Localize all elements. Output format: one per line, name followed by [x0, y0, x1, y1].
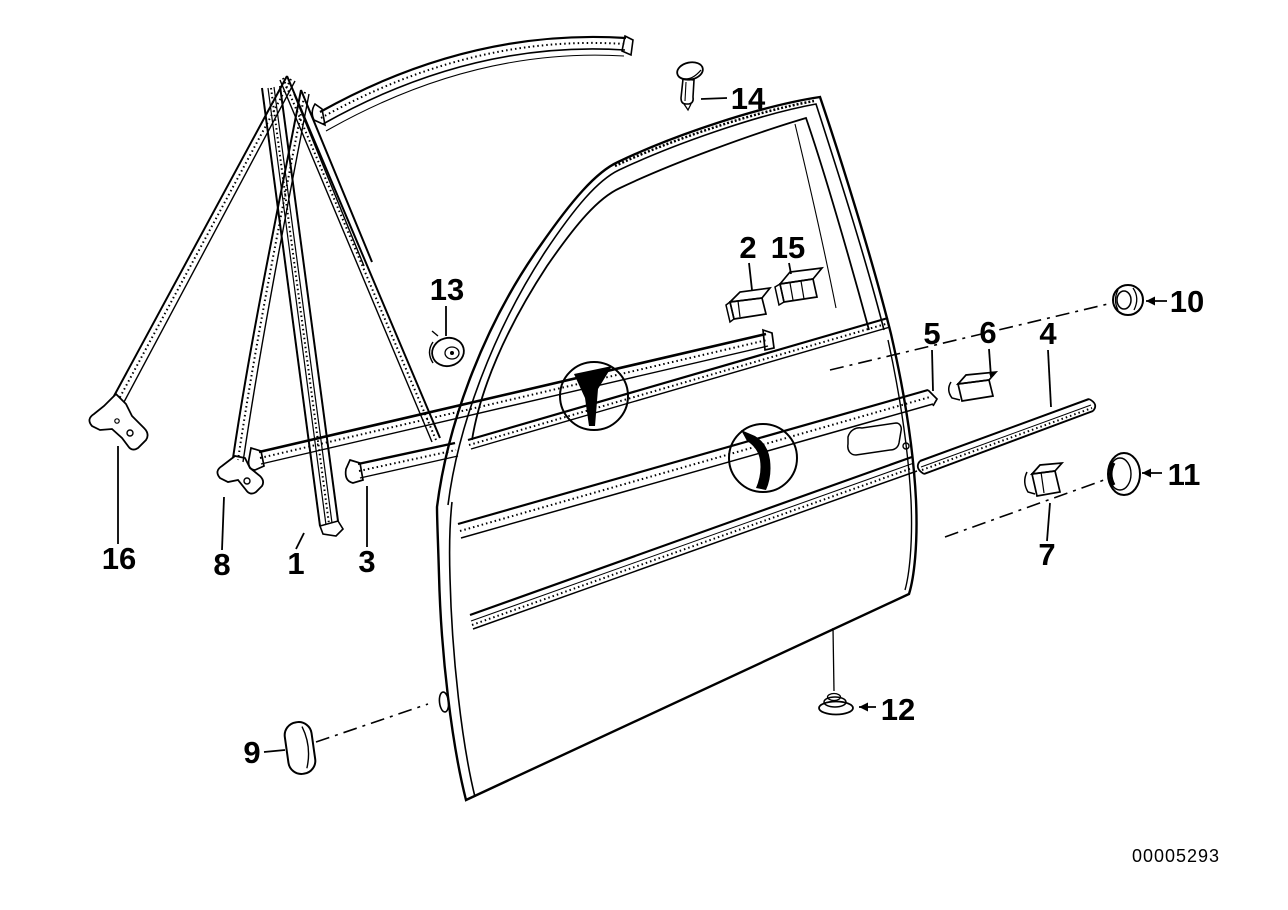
axis-clip6-to-grommet10	[829, 302, 1113, 371]
part-callout-13: 13	[430, 272, 464, 336]
part-label-3: 3	[358, 544, 375, 579]
clip-6	[948, 370, 999, 402]
part-label-7: 7	[1038, 537, 1055, 572]
leader-door-to-plug12	[832, 627, 835, 692]
part-leader-1	[295, 532, 305, 550]
part-callout-15: 15	[771, 230, 805, 275]
part-callout-3: 3	[358, 486, 376, 579]
top-weatherstrip	[311, 34, 634, 132]
clip-15	[774, 266, 825, 307]
part-label-16: 16	[102, 541, 136, 576]
part-label-4: 4	[1039, 316, 1057, 351]
part-leader-4	[1047, 349, 1052, 408]
part-label-2: 2	[739, 230, 756, 265]
grommet-11	[1107, 452, 1141, 496]
part-leader-2	[748, 262, 753, 291]
clip-2	[725, 286, 772, 324]
profile-inset-a	[559, 361, 629, 431]
part-label-9: 9	[243, 735, 260, 770]
part-callout-6: 6	[979, 315, 997, 378]
plug-9	[283, 721, 317, 775]
part-label-13: 13	[430, 272, 464, 307]
part-callout-5: 5	[923, 316, 941, 392]
part-leader-5	[931, 349, 934, 392]
belt-molding-5	[457, 388, 939, 539]
part-callout-8: 8	[213, 496, 231, 582]
part-callout-4: 4	[1039, 316, 1057, 408]
rear-frame-seal-8	[216, 89, 373, 495]
part-leader-14	[700, 97, 728, 100]
front-frame-seal-16	[88, 75, 441, 451]
door-panel	[435, 95, 918, 802]
plug-12	[818, 692, 854, 716]
drawing-number: 00005293	[1132, 846, 1220, 866]
pin-14	[676, 61, 704, 112]
part-callout-10: 10	[1146, 284, 1204, 319]
profile-inset-b	[728, 423, 798, 493]
part-leader-7	[1046, 502, 1051, 542]
side-molding-4	[916, 398, 1097, 475]
axis-clip7-to-grommet11	[944, 479, 1105, 538]
part-leader-8	[221, 496, 225, 551]
clip-7	[1024, 461, 1065, 497]
part-label-5: 5	[923, 316, 940, 351]
part-leader-6	[988, 348, 992, 378]
lower-rub-strip	[469, 455, 918, 630]
part-callout-12: 12	[859, 692, 915, 727]
leader-arrowhead-icon	[1146, 296, 1155, 306]
belt-strip-3	[344, 441, 459, 484]
part-label-14: 14	[731, 81, 766, 116]
window-guide-channel-1	[261, 85, 345, 537]
grommet-10	[1112, 284, 1144, 316]
axis-plug9-to-hole	[315, 703, 429, 743]
part-label-1: 1	[287, 546, 304, 581]
part-label-11: 11	[1168, 457, 1201, 492]
molding-profile-icon	[574, 366, 612, 426]
part-callout-11: 11	[1142, 457, 1200, 492]
grommet-13	[428, 330, 465, 368]
assembly-axis-lines	[315, 302, 1113, 743]
part-leader-15	[788, 262, 792, 275]
part-callout-1: 1	[287, 532, 305, 581]
part-callout-7: 7	[1038, 502, 1056, 572]
part-callout-14: 14	[700, 81, 766, 116]
frame-8-foot-bracket	[216, 455, 265, 495]
frame-16-foot-bracket	[88, 392, 149, 451]
part-callout-9: 9	[243, 735, 286, 770]
part-callout-16: 16	[102, 446, 136, 576]
part-label-15: 15	[771, 230, 805, 265]
part-label-12: 12	[881, 692, 915, 727]
part-leader-9	[263, 749, 286, 753]
part-label-6: 6	[979, 315, 996, 350]
window-slot-seal-strip	[247, 328, 775, 471]
part-label-8: 8	[213, 547, 230, 582]
molding-profile-icon	[741, 430, 771, 490]
leader-arrowhead-icon	[859, 702, 868, 712]
part-callout-2: 2	[739, 230, 757, 291]
leader-arrowhead-icon	[1142, 468, 1151, 478]
part-label-10: 10	[1170, 284, 1204, 319]
